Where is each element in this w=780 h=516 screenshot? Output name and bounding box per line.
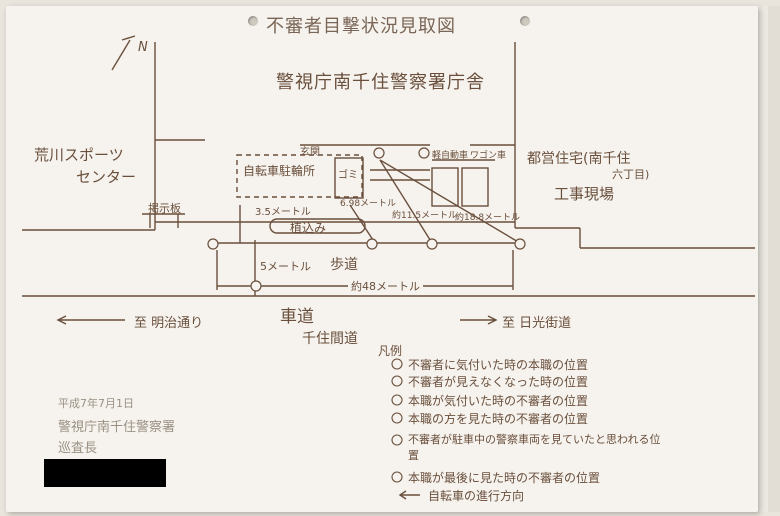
paper-sheet	[6, 6, 758, 512]
arrow-left-label: 至 明治通り	[134, 316, 204, 331]
distance-5m: 5メートル	[260, 260, 311, 273]
legend-item-6: 本職が最後に見た時の不審者の位置	[408, 471, 601, 485]
legend-item-5: 不審者が駐車中の警察車両を見ていたと思われる位置	[408, 433, 661, 462]
marker-6	[418, 147, 430, 159]
signature-rank: 巡査長	[58, 441, 98, 456]
north-mark: N	[138, 40, 148, 55]
distance-48m: 約48メートル	[348, 278, 423, 294]
marker-5	[373, 147, 385, 159]
marker-2	[366, 238, 378, 250]
marker-3	[426, 238, 438, 250]
signature-office: 警視庁南千住警察署	[58, 420, 176, 435]
legend-title: 凡例	[378, 344, 403, 358]
right-facility-line2: 六丁目)	[612, 168, 650, 181]
signature-date: 平成7年7月1日	[58, 397, 134, 410]
punch-hole-left	[248, 16, 258, 26]
light-vehicle-label: 軽自動車	[432, 151, 469, 161]
legend-arrow-label: 自転車の進行方向	[428, 489, 525, 503]
legend-item-4: 本職の方を見た時の不審者の位置	[408, 412, 589, 426]
right-site-label: 工事現場	[554, 185, 615, 203]
redaction-bar	[44, 459, 166, 487]
paper-edge-right	[758, 6, 770, 512]
entrance-label: 玄関	[300, 147, 320, 158]
plants-label: 植込み	[290, 221, 327, 235]
punch-hole-right	[520, 16, 530, 26]
wagon-label: ワゴン車	[470, 151, 507, 161]
legend-item-1: 不審者に気付いた時の本職の位置	[408, 358, 589, 372]
paper-edge-right-2	[768, 6, 780, 512]
sidewalk-label: 歩道	[330, 257, 358, 273]
legend-item-2: 不審者が見えなくなった時の位置	[408, 375, 589, 389]
document-title: 不審者目撃状況見取図	[266, 16, 456, 37]
road-name-label: 千住間道	[302, 331, 358, 347]
distance-3m: 3.5メートル	[255, 207, 311, 218]
marker-7	[250, 280, 262, 292]
bulletin-board-label: 掲示板	[148, 202, 181, 215]
legend-item-3: 本職が気付いた時の不審者の位置	[408, 394, 589, 408]
bicycle-parking-label: 自転車駐輪所	[243, 164, 316, 178]
left-facility-line1: 荒川スポーツ	[34, 146, 124, 164]
distance-11m: 約11.5メートル	[392, 211, 458, 221]
left-facility-line2: センター	[76, 168, 137, 186]
marker-1	[207, 238, 219, 250]
distance-18m: 約18.8メートル	[455, 213, 521, 223]
arrow-right-label: 至 日光街道	[502, 316, 572, 331]
roadway-label: 車道	[280, 307, 314, 327]
dumpster-label: ゴミ	[338, 170, 358, 181]
distance-6m: 6.98メートル	[340, 199, 397, 209]
building-label: 警視庁南千住警察署庁舎	[276, 72, 485, 93]
marker-4	[514, 238, 526, 250]
right-facility-line1: 都営住宅(南千住	[527, 151, 631, 167]
